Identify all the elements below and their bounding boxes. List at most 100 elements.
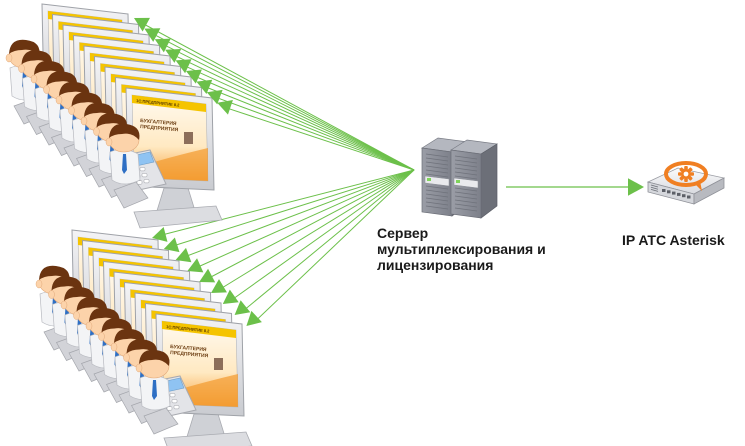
vent-slot bbox=[454, 175, 478, 180]
pbx-vent bbox=[650, 189, 659, 192]
arrowhead-bottom bbox=[163, 237, 180, 253]
ear bbox=[30, 74, 38, 84]
tie bbox=[152, 380, 157, 400]
ear bbox=[85, 321, 93, 331]
server-tower-right bbox=[449, 139, 499, 219]
ear bbox=[43, 85, 50, 94]
vent-slot bbox=[425, 157, 449, 162]
hair bbox=[114, 328, 145, 345]
arrowhead-bottom bbox=[199, 268, 216, 283]
link-line-bottom bbox=[181, 169, 415, 259]
monitor-base bbox=[163, 431, 253, 446]
ear bbox=[110, 342, 118, 352]
vent-slot bbox=[454, 155, 478, 160]
pbx-port bbox=[682, 194, 686, 198]
ear bbox=[98, 332, 105, 341]
ear bbox=[5, 53, 13, 63]
vent-slot bbox=[454, 191, 478, 196]
phone-key bbox=[141, 173, 148, 178]
phone-key bbox=[169, 393, 176, 398]
vent-slot bbox=[425, 165, 449, 170]
arrowhead-top bbox=[186, 69, 202, 84]
asterisk-bubble-tail bbox=[694, 181, 702, 191]
status-led bbox=[456, 180, 460, 183]
arrowhead-bottom bbox=[222, 289, 239, 304]
asterisk-ring bbox=[664, 161, 708, 187]
link-line-top bbox=[160, 42, 415, 171]
server-label-line-1: Сервер bbox=[377, 225, 429, 241]
hair bbox=[76, 297, 107, 314]
phone-key bbox=[139, 167, 146, 172]
arrowhead-top bbox=[175, 59, 192, 74]
pbx-port bbox=[667, 190, 671, 194]
screen-heading-text: БУХГАЛТЕРИЯ bbox=[170, 344, 207, 353]
link-line-bottom bbox=[157, 169, 415, 237]
link-line-top bbox=[139, 21, 415, 171]
phone-key bbox=[171, 399, 178, 404]
vent-slot bbox=[454, 207, 478, 212]
pbx-vent bbox=[650, 186, 659, 190]
screen-heading-text: ПРЕДПРИЯТИЯ bbox=[170, 350, 209, 359]
hair bbox=[89, 307, 120, 324]
link-line-top bbox=[181, 63, 415, 171]
vent-slot bbox=[425, 185, 449, 190]
screen-heading-text: БУХГАЛТЕРИЯ bbox=[140, 118, 177, 127]
link-line-bottom bbox=[228, 169, 415, 303]
vent-slot bbox=[425, 189, 449, 194]
link-line-bottom bbox=[252, 169, 415, 325]
tie bbox=[122, 154, 127, 174]
pbx-vent bbox=[650, 184, 659, 188]
vent-slot bbox=[425, 193, 449, 198]
ear bbox=[105, 137, 113, 147]
vent-slot bbox=[454, 167, 478, 172]
ear bbox=[55, 95, 63, 105]
hair bbox=[59, 81, 90, 98]
ear bbox=[60, 300, 68, 310]
phone-key bbox=[166, 406, 173, 411]
chair bbox=[113, 181, 149, 209]
phone-key bbox=[143, 179, 150, 184]
hair bbox=[64, 286, 95, 303]
ear bbox=[73, 311, 80, 320]
hair bbox=[126, 339, 157, 356]
ear bbox=[93, 127, 100, 136]
vent-slot bbox=[425, 161, 449, 166]
arrowhead-top bbox=[154, 38, 171, 53]
screen-box-icon bbox=[184, 132, 193, 144]
link-line-top bbox=[212, 95, 415, 171]
hair bbox=[34, 60, 65, 77]
screen-title-bar bbox=[162, 321, 236, 338]
arrowhead-top bbox=[217, 100, 233, 115]
hair bbox=[39, 265, 70, 282]
link-line-top bbox=[202, 85, 415, 171]
hair bbox=[101, 318, 132, 335]
asterisk-pbx-icon bbox=[646, 161, 726, 205]
server-label-line-3: лицензирования bbox=[377, 257, 494, 273]
hair bbox=[46, 71, 77, 88]
hair bbox=[51, 276, 82, 293]
operator-person-icon bbox=[135, 349, 179, 435]
ear bbox=[123, 353, 130, 362]
arrowhead-top bbox=[134, 17, 150, 32]
asterisk-glyph bbox=[678, 166, 694, 182]
arrowhead-bottom bbox=[175, 247, 192, 263]
operator-person-icon bbox=[105, 123, 149, 209]
link-line-bottom bbox=[216, 169, 415, 292]
pbx-port bbox=[687, 195, 691, 199]
status-led bbox=[427, 178, 431, 181]
link-line-top bbox=[170, 53, 415, 171]
links-layer bbox=[139, 21, 628, 325]
vent-slot bbox=[454, 171, 478, 176]
monitor-base bbox=[133, 205, 223, 229]
pbx-port bbox=[662, 189, 666, 192]
hair bbox=[84, 102, 115, 119]
link-line-bottom bbox=[193, 169, 415, 270]
phone-key bbox=[136, 180, 143, 185]
screen-title-text: 1С:ПРЕДПРИЯТИЕ 8.2 bbox=[166, 324, 211, 334]
hair bbox=[9, 39, 40, 56]
server-label-line-2: мультиплексирования и bbox=[377, 241, 546, 257]
hair bbox=[139, 349, 170, 366]
vent-slot bbox=[454, 163, 478, 168]
hair bbox=[21, 50, 52, 67]
